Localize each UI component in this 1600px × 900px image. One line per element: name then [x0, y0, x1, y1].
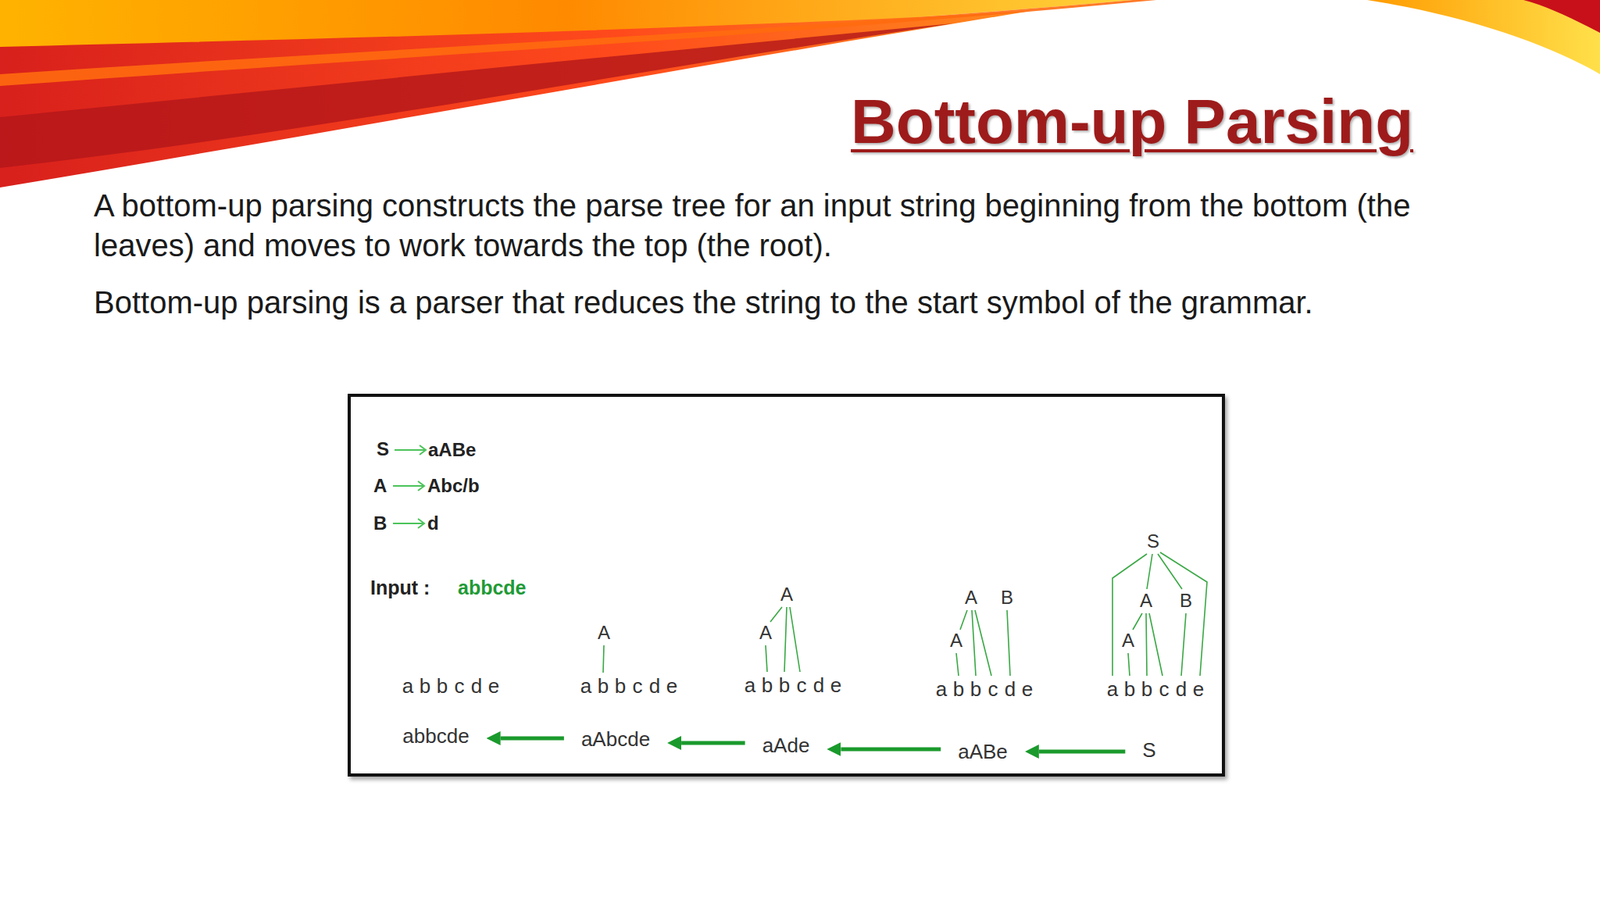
grammar-rule-part: aABe	[428, 439, 476, 461]
leaf-symbol: b	[970, 678, 982, 702]
leaf-symbol: b	[761, 674, 773, 698]
leaf-symbol: d	[471, 675, 483, 699]
tree-edge	[956, 610, 1011, 676]
derivation-step: abbcde	[385, 721, 486, 752]
leaf-symbol: e	[488, 675, 500, 699]
reduction-arrow	[681, 741, 746, 746]
leaf-symbol: e	[666, 675, 678, 699]
leaf-symbol: e	[1192, 678, 1204, 702]
leaf-symbol: a	[744, 674, 756, 698]
leaf-symbol: c	[632, 675, 643, 699]
grammar-rule-part: A	[373, 475, 387, 497]
leaf-symbol: e	[1021, 678, 1033, 702]
leaf-symbol: c	[796, 674, 808, 698]
leaf-symbol: b	[1124, 678, 1136, 702]
tree-node-label: A	[950, 629, 963, 652]
slide-title: Bottom-up Parsing	[850, 87, 1414, 157]
leaf-symbol: b	[614, 675, 626, 699]
leaf-symbol: a	[1107, 678, 1118, 702]
leaf-symbol: b	[953, 678, 965, 702]
grammar-rule-part: d	[427, 512, 440, 535]
body-text: Bottom-up parsing is a parser that reduc…	[93, 282, 1493, 323]
leaf-symbol: c	[454, 675, 465, 699]
leaf-symbol: a	[402, 675, 414, 699]
production-arrow	[392, 518, 425, 529]
derivation-step: aABe	[940, 737, 1025, 768]
tree-node-label: B	[1000, 586, 1014, 609]
production-arrow	[394, 445, 426, 455]
production-arrows	[392, 445, 426, 529]
tree-node-label: A	[780, 583, 793, 606]
grammar-rule-part: Abc/b	[427, 475, 480, 497]
input-label: Input :	[370, 576, 430, 600]
reduction-arrow	[840, 747, 941, 752]
tree-node-label: A	[759, 621, 772, 644]
production-arrow	[392, 481, 425, 491]
tree-node-label: B	[1179, 589, 1193, 612]
leaf-symbol: a	[580, 675, 592, 699]
leaf-symbol: d	[1004, 678, 1016, 702]
leaf-symbol: d	[813, 674, 825, 698]
sentential-form: aAde	[762, 733, 811, 758]
leaf-symbol: b	[419, 675, 431, 699]
leaf-symbol: c	[1159, 678, 1170, 702]
derivation-step: aAde	[745, 731, 828, 761]
swoosh-bands	[0, 0, 1600, 188]
leaf-symbol: c	[988, 678, 999, 702]
leaf-symbol: b	[1141, 678, 1153, 702]
leaf-symbol: d	[1175, 678, 1187, 702]
sentential-form: aABe	[957, 739, 1008, 764]
leaf-symbol: b	[597, 675, 609, 699]
tree-lines	[603, 552, 1208, 676]
leaf-symbol: d	[649, 675, 661, 699]
sentential-form: abbcde	[402, 724, 469, 748]
body-text: A bottom-up parsing constructs the parse…	[93, 185, 1493, 266]
tree-edge	[1112, 552, 1208, 676]
grammar-rule-part: B	[373, 512, 387, 535]
derivation-step: S	[1125, 735, 1173, 766]
tree-node-label: A	[964, 586, 978, 609]
reduction-arrow	[500, 736, 565, 741]
leaf-symbol: e	[830, 674, 842, 698]
grammar-rule-part: S	[376, 438, 390, 461]
leaf-symbol: a	[935, 678, 947, 702]
derivation-step: aAbcde	[564, 725, 668, 755]
leaf-symbol: b	[436, 675, 448, 699]
leaf-symbol: b	[778, 674, 790, 698]
tree-node-label: A	[1121, 629, 1135, 652]
reduction-arrow	[1039, 750, 1126, 754]
tree-node-label: A	[1139, 589, 1153, 612]
sentential-form: S	[1142, 738, 1156, 762]
tree-edge	[603, 645, 604, 673]
sentential-form: aAbcde	[581, 727, 650, 751]
input-string: abbcde	[457, 576, 527, 600]
tree-node-label: A	[597, 621, 611, 644]
tree-node-label: S	[1146, 530, 1160, 553]
